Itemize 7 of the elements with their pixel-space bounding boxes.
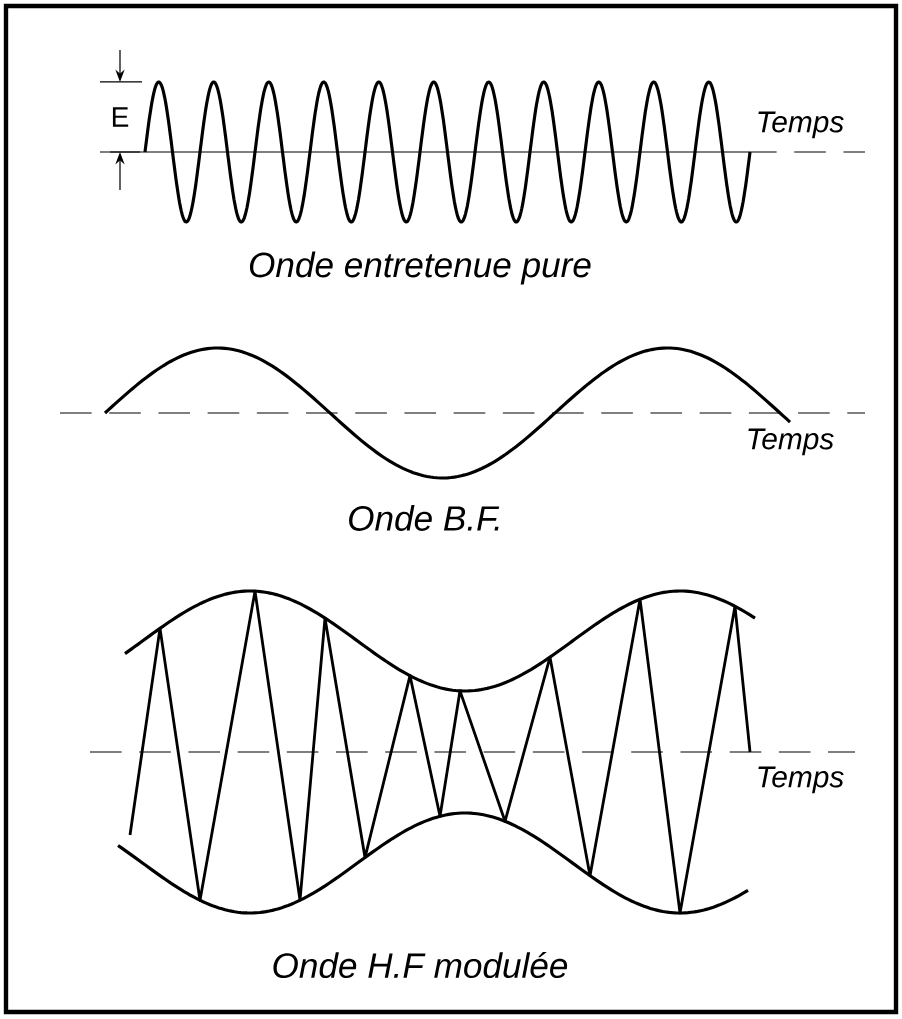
dimension-label: E — [112, 107, 129, 127]
wave-caption: Onde H.F modulée — [273, 951, 568, 979]
axis-label: Temps — [758, 766, 844, 794]
wave-caption: Onde B.F. — [349, 505, 500, 531]
axis-label: Temps — [748, 428, 834, 456]
axis-label: Temps — [758, 111, 844, 139]
wave-caption: Onde entretenue pure — [249, 251, 591, 285]
